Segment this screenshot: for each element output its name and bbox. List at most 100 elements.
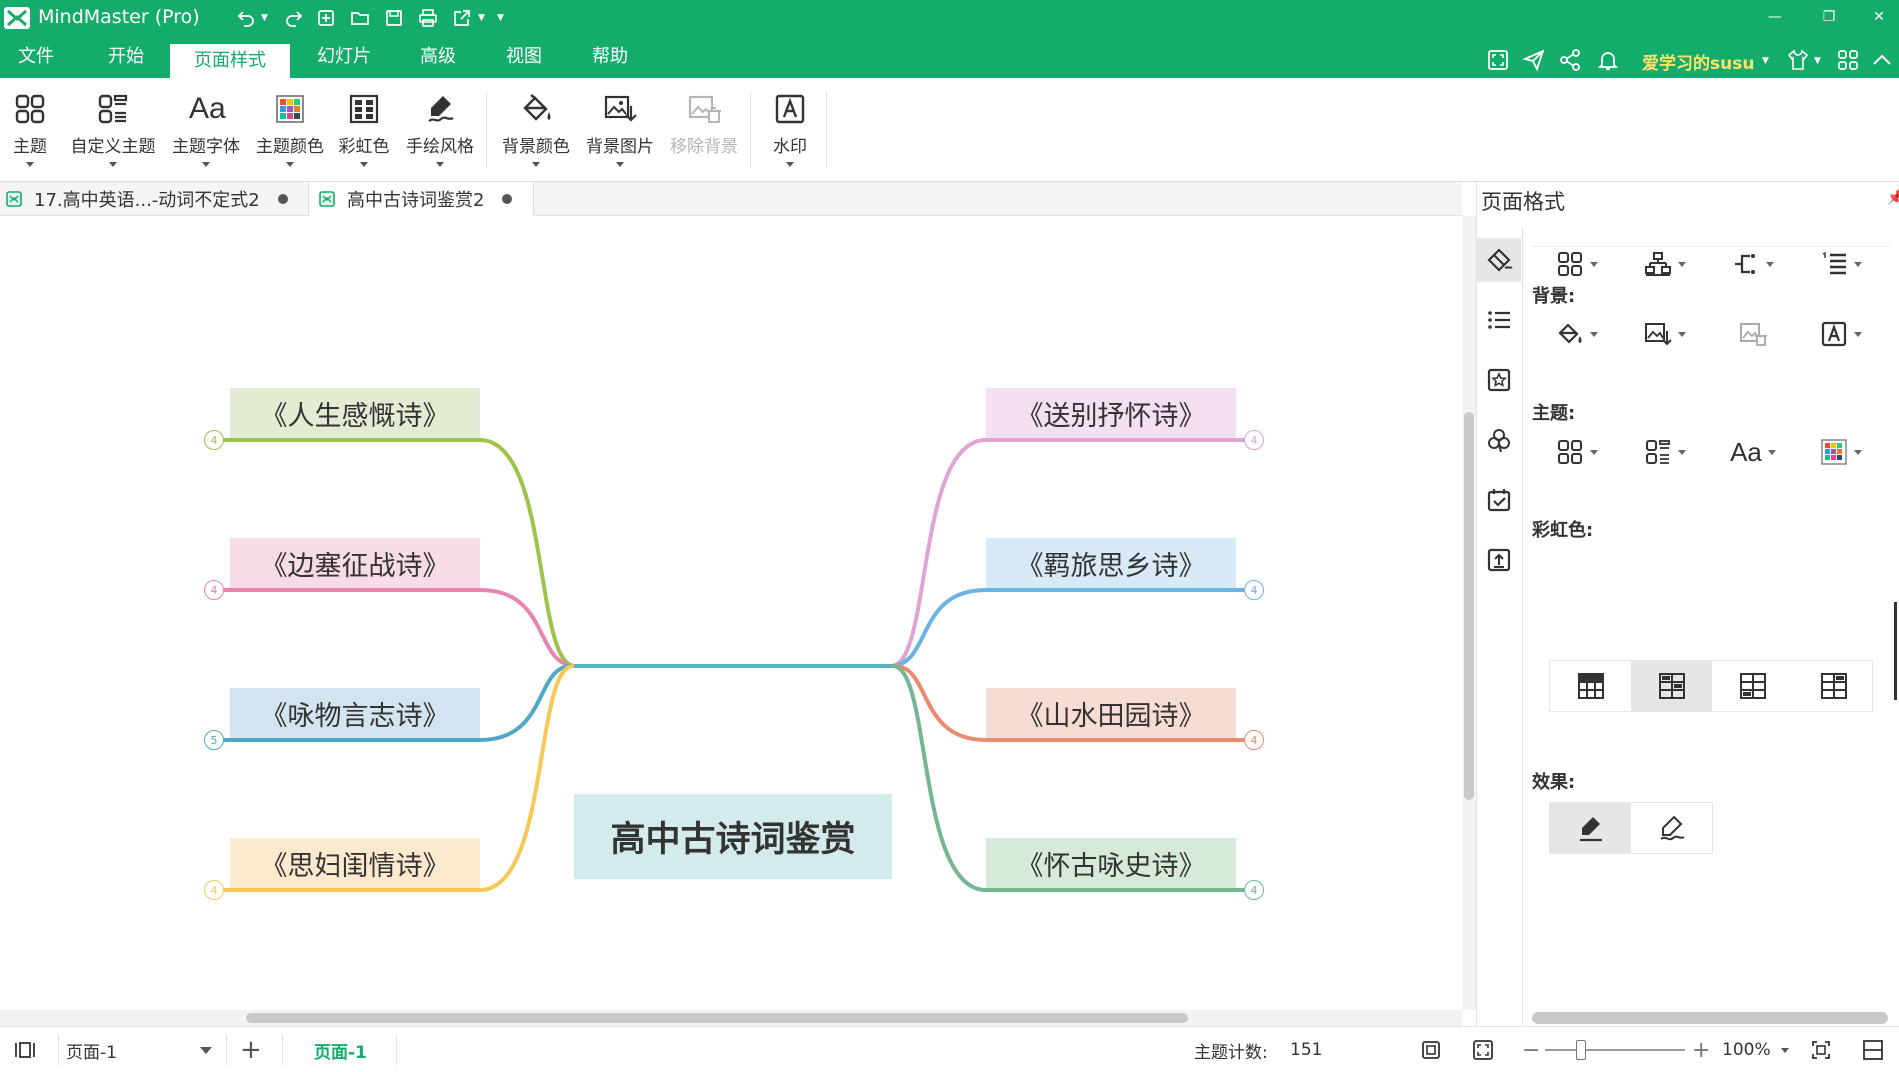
rainbow-option-2[interactable] (1631, 661, 1712, 711)
fit-page-icon[interactable] (1420, 1027, 1442, 1072)
restore-button[interactable]: ❐ (1822, 9, 1836, 25)
panel-background-image-button[interactable] (1635, 314, 1695, 354)
topic-node[interactable]: 《边塞征战诗》 (230, 538, 480, 588)
user-name[interactable]: 爱学习的susu (1642, 54, 1755, 74)
side-outline-icon[interactable] (1477, 298, 1521, 342)
topic-node[interactable]: 《咏物言志诗》 (230, 688, 480, 738)
undo-dropdown-icon[interactable]: ▼ (261, 13, 268, 23)
vertical-scroll-thumb[interactable] (1464, 412, 1474, 800)
open-folder-icon[interactable] (348, 6, 372, 30)
skin-icon[interactable] (1786, 48, 1812, 74)
zoom-slider-thumb[interactable] (1576, 1040, 1586, 1060)
skin-dropdown-icon[interactable]: ▼ (1814, 56, 1821, 66)
rainbow-button[interactable]: 彩虹色 (336, 78, 392, 182)
remove-background-button[interactable]: 移除背景 (664, 78, 744, 182)
panel-remove-background-button[interactable] (1723, 314, 1783, 354)
export-icon[interactable] (450, 6, 474, 30)
panel-connector-button[interactable] (1723, 244, 1783, 284)
effect-hand-drawn[interactable] (1631, 803, 1712, 853)
customize-toolbar-icon[interactable]: ▼ (497, 13, 504, 23)
new-file-icon[interactable] (314, 6, 338, 30)
tab-poetry-doc[interactable]: 高中古诗词鉴赏2 (308, 182, 534, 216)
send-icon[interactable] (1522, 48, 1548, 74)
topic-node[interactable]: 《人生感慨诗》 (230, 388, 480, 438)
page-select[interactable]: 页面-1 (66, 1027, 216, 1072)
hand-drawn-button[interactable]: 手绘风格 (400, 78, 480, 182)
print-icon[interactable] (416, 6, 440, 30)
menu-start[interactable]: 开始 (108, 46, 144, 67)
panel-theme-button[interactable] (1547, 244, 1607, 284)
menu-view[interactable]: 视图 (506, 46, 542, 67)
horizontal-scrollbar[interactable] (0, 1010, 1462, 1026)
panel-watermark-button[interactable] (1811, 314, 1871, 354)
topic-node[interactable]: 《山水田园诗》 (986, 688, 1236, 738)
theme-color-button[interactable]: 主题颜色 (252, 78, 328, 182)
background-image-button[interactable]: 背景图片 (580, 78, 660, 182)
mindmap-canvas[interactable]: 《人生感慨诗》 4 《边塞征战诗》 4 《咏物言志诗》 5 《思妇闺情诗》 4 《送别抒怀诗》 4… (0, 216, 1462, 1010)
panel-resize-edge[interactable] (1894, 602, 1897, 700)
vertical-scrollbar[interactable] (1462, 216, 1476, 1010)
topic-node[interactable]: 《送别抒怀诗》 (986, 388, 1236, 438)
unsaved-dot-icon[interactable] (277, 194, 288, 204)
background-color-button[interactable]: 背景颜色 (496, 78, 576, 182)
zoom-out-button[interactable]: − (1522, 1037, 1541, 1063)
panel-theme-color-button[interactable] (1811, 432, 1871, 472)
add-page-button[interactable]: + (240, 1035, 262, 1065)
fit-window-icon[interactable] (1810, 1027, 1832, 1072)
child-count-badge[interactable]: 4 (204, 580, 224, 600)
panel-layout-button[interactable] (1635, 244, 1695, 284)
watermark-button[interactable]: 水印 (762, 78, 818, 182)
side-clipart-icon[interactable] (1477, 418, 1521, 462)
apps-grid-icon[interactable] (1836, 48, 1862, 74)
save-icon[interactable] (382, 6, 406, 30)
undo-icon[interactable] (234, 6, 258, 30)
child-count-badge[interactable]: 4 (1244, 880, 1264, 900)
menu-advanced[interactable]: 高级 (420, 46, 456, 67)
fullscreen-icon[interactable] (1472, 1027, 1494, 1072)
notification-bell-icon[interactable] (1596, 48, 1622, 74)
child-count-badge[interactable]: 4 (204, 880, 224, 900)
minimize-button[interactable]: — (1768, 9, 1782, 25)
panel-background-color-button[interactable] (1547, 314, 1607, 354)
page-tab-1[interactable]: 页面-1 (314, 1042, 367, 1063)
child-count-badge[interactable]: 4 (1244, 580, 1264, 600)
panel-numbering-button[interactable] (1811, 244, 1871, 284)
user-dropdown-icon[interactable]: ▼ (1762, 56, 1769, 66)
child-count-badge[interactable]: 4 (1244, 730, 1264, 750)
side-task-icon[interactable] (1477, 478, 1521, 522)
panel-horizontal-scrollbar[interactable] (1532, 1012, 1888, 1024)
menu-page-style[interactable]: 页面样式 (170, 44, 290, 78)
rainbow-option-3[interactable] (1712, 661, 1793, 711)
pin-icon[interactable]: 📌 (1887, 190, 1899, 206)
tab-english-doc[interactable]: 17.高中英语...-动词不定式2 (6, 182, 306, 216)
close-button[interactable]: ✕ (1873, 9, 1885, 25)
menu-slides[interactable]: 幻灯片 (317, 46, 371, 67)
zoom-level[interactable]: 100% (1722, 1027, 1789, 1072)
child-count-badge[interactable]: 4 (1244, 430, 1264, 450)
export-dropdown-icon[interactable]: ▼ (478, 13, 485, 23)
custom-theme-button[interactable]: 自定义主题 (66, 78, 160, 182)
central-topic[interactable]: 高中古诗词鉴赏 (574, 794, 892, 879)
share-icon[interactable] (1558, 48, 1584, 74)
page-panel-toggle-icon[interactable] (14, 1027, 36, 1072)
collapse-panel-icon[interactable] (1862, 1027, 1884, 1072)
menu-file[interactable]: 文件 (18, 46, 54, 67)
topic-node[interactable]: 《怀古咏史诗》 (986, 838, 1236, 888)
rainbow-option-4[interactable] (1793, 661, 1874, 711)
collapse-ribbon-icon[interactable] (1870, 48, 1896, 74)
theme-font-button[interactable]: Aa 主题字体 (168, 78, 244, 182)
topic-node[interactable]: 《思妇闺情诗》 (230, 838, 480, 888)
side-icon-library-icon[interactable] (1477, 358, 1521, 402)
redo-icon[interactable] (282, 6, 306, 30)
side-export-icon[interactable] (1477, 538, 1521, 582)
fullscreen-icon[interactable] (1486, 48, 1512, 74)
horizontal-scroll-thumb[interactable] (246, 1013, 1188, 1023)
child-count-badge[interactable]: 4 (204, 430, 224, 450)
zoom-slider-track[interactable] (1545, 1049, 1685, 1051)
unsaved-dot-icon[interactable] (502, 194, 513, 204)
child-count-badge[interactable]: 5 (204, 730, 224, 750)
zoom-in-button[interactable]: + (1692, 1037, 1711, 1063)
effect-normal[interactable] (1550, 803, 1631, 853)
menu-help[interactable]: 帮助 (592, 46, 628, 67)
panel-font-button[interactable]: Aa (1723, 432, 1783, 472)
